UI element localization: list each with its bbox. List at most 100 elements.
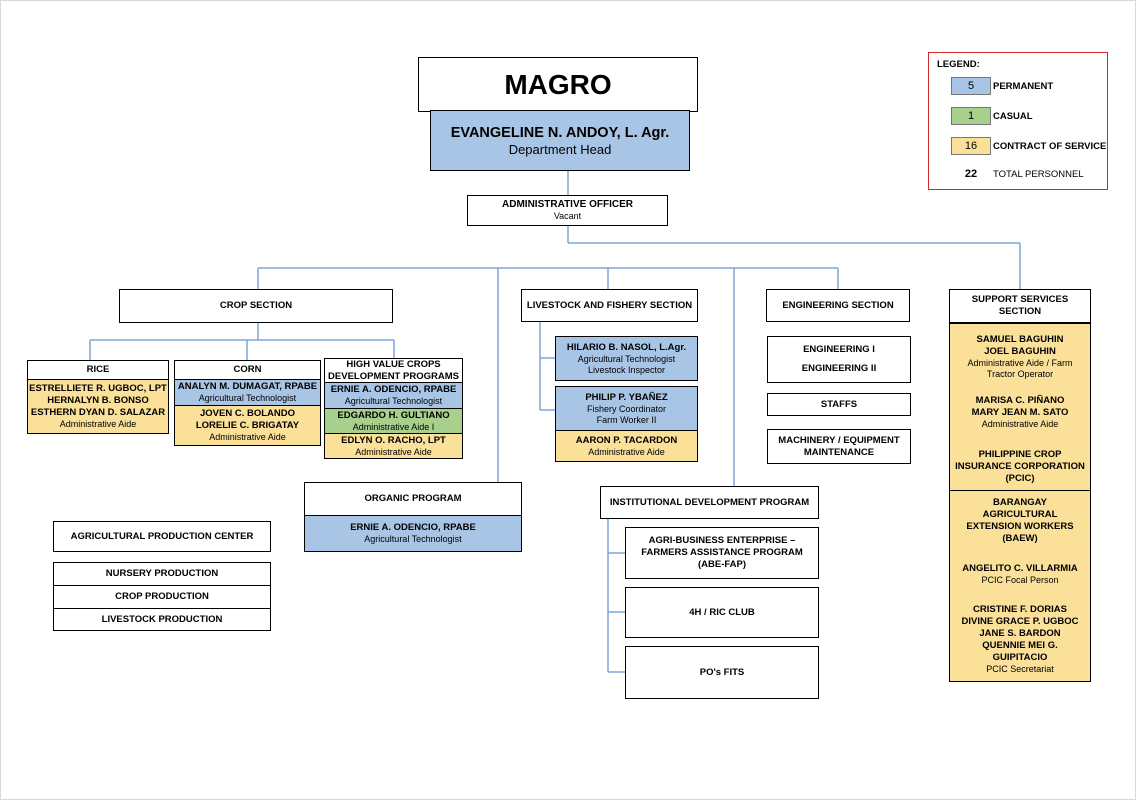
legend-label-casual: CASUAL [993, 110, 1033, 122]
po-fits-label: PO's FITS [699, 666, 745, 678]
rice-name-2: HERNALYN B. BONSO [47, 395, 149, 406]
apc-item-livestock-label: LIVESTOCK PRODUCTION [101, 613, 223, 625]
apc-title: AGRICULTURAL PRODUCTION CENTER [70, 530, 254, 542]
organic-name: ERNIE A. ODENCIO, RPABE [350, 522, 476, 533]
organic-program-box: ORGANIC PROGRAM ERNIE A. ODENCIO, RPABE … [304, 482, 522, 552]
pcic-heading: PHILIPPINE CROP INSURANCE CORPORATION (P… [950, 446, 1090, 488]
hvc-header: HIGH VALUE CROPS DEVELOPMENT PROGRAMS [325, 359, 462, 383]
support-group-2: MARISA C. PIÑANO MARY JEAN M. SATO Admin… [950, 392, 1090, 432]
support-g1-position-2: Tractor Operator [986, 369, 1054, 379]
corn-perm-position: Agricultural Technologist [198, 393, 297, 403]
livestock-p2-line2: Farm Worker II [596, 414, 657, 425]
livestock-staff-group: PHILIP P. YBAÑEZ Fishery Coordinator Far… [555, 386, 698, 462]
corn-header: CORN [175, 361, 320, 380]
institutional-title: INSTITUTIONAL DEVELOPMENT PROGRAM [609, 496, 810, 508]
hvc-cas-name: EDGARDO H. GULTIANO [337, 409, 450, 421]
abe-line-3: (ABE-FAP) [697, 559, 747, 570]
engineering-1-label: ENGINEERING I [803, 344, 875, 355]
support-g1-position-1: Administrative Aide / Farm [967, 358, 1073, 368]
apc-item-nursery: NURSERY PRODUCTION [54, 563, 270, 586]
legend-row-contract: 16 CONTRACT OF SERVICE [951, 137, 1106, 155]
hvc-contract-staff: EDLYN O. RACHO, LPT Administrative Aide [325, 434, 462, 458]
legend-row-casual: 1 CASUAL [951, 107, 1033, 125]
support-g4-name-1: CRISTINE F. DORIAS [973, 603, 1067, 615]
hvc-title-1: HIGH VALUE CROPS [346, 358, 441, 370]
rice-title: RICE [86, 364, 110, 375]
engineering-section-title: ENGINEERING SECTION [782, 299, 894, 311]
support-staff-box: SAMUEL BAGUHIN JOEL BAGUHIN Administrati… [949, 323, 1091, 682]
pcic-line-2: INSURANCE CORPORATION [955, 461, 1085, 472]
livestock-p2-line1: Fishery Coordinator [586, 403, 667, 414]
abe-line-2: FARMERS ASSISTANCE PROGRAM [641, 547, 803, 558]
legend-title: LEGEND: [937, 59, 980, 70]
legend-swatch-casual: 1 [951, 107, 991, 125]
ric-club-label: 4H / RIC CLUB [689, 606, 755, 618]
rice-box: RICE ESTRELLIETE R. UGBOC, LPT HERNALYN … [27, 360, 169, 434]
machinery-label-1: MACHINERY / EQUIPMENT [778, 434, 900, 446]
support-group-3: ANGELITO C. VILLARMIA PCIC Focal Person [950, 560, 1090, 588]
machinery-box: MACHINERY / EQUIPMENT MAINTENANCE [767, 429, 911, 464]
abe-fap-box: AGRI-BUSINESS ENTERPRISE – FARMERS ASSIS… [625, 527, 819, 579]
corn-cos-name-1: JOVEN C. BOLANDO [199, 408, 295, 419]
baew-line-2: AGRICULTURAL [982, 509, 1058, 520]
organic-header: ORGANIC PROGRAM [305, 483, 521, 516]
support-divider [950, 490, 1090, 491]
apc-item-nursery-label: NURSERY PRODUCTION [105, 568, 219, 579]
corn-permanent-staff: ANALYN M. DUMAGAT, RPABE Agricultural Te… [175, 380, 320, 406]
admin-officer-title: ADMINISTRATIVE OFFICER [502, 199, 633, 210]
livestock-p1-line2: Livestock Inspector [587, 364, 666, 375]
legend-row-permanent: 5 PERMANENT [951, 77, 1053, 95]
apc-items-box: NURSERY PRODUCTION CROP PRODUCTION LIVES… [53, 562, 271, 631]
legend-swatch-contract: 16 [951, 137, 991, 155]
livestock-p1-name: HILARIO B. NASOL, L.Agr. [566, 341, 687, 353]
pcic-line-1: PHILIPPINE CROP [978, 449, 1062, 460]
apc-item-crop: CROP PRODUCTION [54, 586, 270, 609]
staffs-box: STAFFS [767, 393, 911, 416]
legend-total-count: 22 [964, 168, 978, 180]
rice-name-3: ESTHERN DYAN D. SALAZAR [30, 407, 166, 418]
institutional-program-box: INSTITUTIONAL DEVELOPMENT PROGRAM [600, 486, 819, 519]
engineering-units-box: ENGINEERING I ENGINEERING II [767, 336, 911, 383]
abe-line-1: AGRI-BUSINESS ENTERPRISE – [648, 535, 796, 546]
legend-row-total: 22 TOTAL PERSONNEL [951, 165, 1084, 183]
corn-perm-name: ANALYN M. DUMAGAT, RPABE [177, 381, 318, 392]
support-group-1: SAMUEL BAGUHIN JOEL BAGUHIN Administrati… [950, 329, 1090, 385]
livestock-section-title: LIVESTOCK AND FISHERY SECTION [526, 299, 693, 311]
department-head-name: EVANGELINE N. ANDOY, L. Agr. [450, 124, 670, 141]
org-title: MAGRO [504, 68, 612, 100]
rice-position: Administrative Aide [59, 419, 137, 429]
org-title-box: MAGRO [418, 57, 698, 112]
apc-item-livestock: LIVESTOCK PRODUCTION [54, 609, 270, 630]
livestock-staff-2: PHILIP P. YBAÑEZ Fishery Coordinator Far… [556, 387, 697, 431]
staffs-label: STAFFS [820, 398, 858, 410]
apc-item-crop-label: CROP PRODUCTION [115, 591, 209, 602]
rice-name-1: ESTRELLIETE R. UGBOC, LPT [29, 383, 167, 394]
rice-staff: ESTRELLIETE R. UGBOC, LPT HERNALYN B. BO… [28, 380, 168, 433]
crop-section-title: CROP SECTION [219, 300, 293, 311]
corn-cos-name-2: LORELIE C. BRIGATAY [195, 420, 300, 431]
support-g4-name-3: JANE S. BARDON [979, 627, 1061, 639]
engineering-2-label: ENGINEERING II [801, 363, 877, 374]
support-g4-name-4: QUENNIE MEI G. [982, 639, 1058, 651]
hvc-cos-name: EDLYN O. RACHO, LPT [341, 434, 446, 446]
support-title-2: SECTION [998, 306, 1042, 317]
support-title-1: SUPPORT SERVICES [971, 294, 1069, 305]
support-g4-name-5: GUIPITACIO [992, 651, 1048, 663]
baew-line-3: EXTENSION WORKERS [966, 521, 1074, 532]
organic-title: ORGANIC PROGRAM [364, 493, 462, 504]
support-g4-position: PCIC Secretariat [986, 663, 1054, 674]
po-fits-box: PO's FITS [625, 646, 819, 699]
support-g4-name-2: DIVINE GRACE P. UGBOC [961, 615, 1079, 627]
livestock-staff-3: AARON P. TACARDON Administrative Aide [556, 431, 697, 461]
ric-club-box: 4H / RIC CLUB [625, 587, 819, 638]
department-head-box: EVANGELINE N. ANDOY, L. Agr. Department … [430, 110, 690, 171]
hvc-cos-position: Administrative Aide [355, 446, 432, 457]
engineering-section-box: ENGINEERING SECTION [766, 289, 910, 322]
baew-heading: BARANGAY AGRICULTURAL EXTENSION WORKERS … [950, 494, 1090, 548]
livestock-staff-1: HILARIO B. NASOL, L.Agr. Agricultural Te… [555, 336, 698, 381]
department-head-position: Department Head [508, 141, 612, 157]
livestock-section-box: LIVESTOCK AND FISHERY SECTION [521, 289, 698, 322]
support-g3-position: PCIC Focal Person [981, 574, 1059, 585]
legend-total-label: TOTAL PERSONNEL [993, 168, 1084, 180]
